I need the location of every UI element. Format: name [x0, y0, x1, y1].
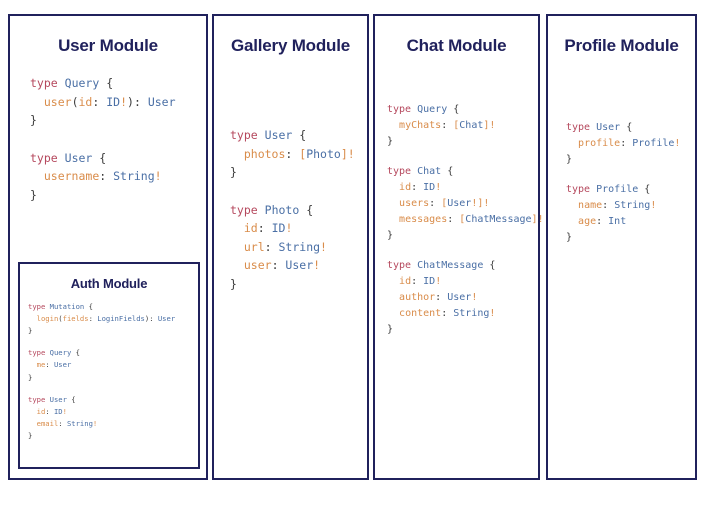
module-title-gallery: Gallery Module [230, 36, 351, 55]
schema-code-line: type Chat { [387, 166, 454, 177]
schema-code-line: content: String! [399, 308, 496, 319]
module-title-auth: Auth Module [70, 276, 148, 291]
schema-code-line: users: [User!]! [399, 198, 490, 209]
schema-code-line: } [28, 372, 33, 382]
schema-code-line: photos: [Photo]! [243, 146, 355, 161]
schema-code-line: } [230, 277, 237, 291]
schema-code-line: id: ID! [243, 221, 293, 236]
schema-code-line: type User { [230, 128, 307, 142]
schema-code-line: } [387, 324, 394, 335]
schema-code-line: me: User [36, 360, 72, 370]
schema-code-line: } [387, 230, 394, 241]
module-title-profile: Profile Module [564, 36, 679, 55]
schema-type-block: type Profile { name: String! age: Int} [566, 182, 695, 246]
schema-code-line: } [30, 113, 37, 128]
schema-code-line: url: String! [243, 239, 327, 254]
schema-code-line: type Query { [387, 104, 460, 115]
schema-code-line: username: String! [43, 169, 162, 184]
schema-code-line: name: String! [578, 200, 657, 211]
module-title-user: User Module [58, 36, 158, 55]
schema-code-line: user(id: ID!): User [43, 94, 176, 109]
schema-code-line: profile: Profile! [578, 138, 681, 149]
schema-code-gallery: type User { photos: [Photo]!}type Photo … [230, 126, 367, 294]
schema-type-block: type User { id: ID! email: String!} [28, 394, 198, 442]
schema-type-block: type User { profile: Profile!} [566, 120, 695, 168]
module-panel-user[interactable]: User Module type Query { user(id: ID!): … [8, 14, 208, 480]
schema-code-line: messages: [ChatMessage]! [399, 214, 544, 225]
schema-code-chat: type Query { myChats: [Chat]!}type Chat … [387, 102, 544, 338]
schema-code-line: id: ID! [36, 406, 67, 416]
schema-type-block: type User { photos: [Photo]!} [230, 126, 367, 182]
schema-code-line: type User { [28, 394, 76, 404]
schema-type-block: type ChatMessage { id: ID! author: User!… [387, 258, 538, 338]
schema-code-line: type Query { [28, 348, 80, 358]
schema-type-block: type Query { me: User} [28, 347, 198, 383]
schema-code-line: } [230, 165, 237, 180]
schema-code-line: id: ID! [399, 182, 442, 193]
schema-code-line: type ChatMessage { [387, 260, 496, 271]
schema-code-line: } [28, 326, 33, 336]
schema-code-line: type User { [30, 150, 107, 165]
schema-type-block: type User { username: String!} [30, 149, 206, 205]
schema-code-line: } [566, 232, 573, 243]
schema-code-line: type Profile { [566, 184, 651, 195]
schema-code-line: type Query { [30, 76, 114, 90]
module-panel-chat[interactable]: Chat Module type Query { myChats: [Chat]… [373, 14, 544, 480]
schema-code-line: type User { [566, 122, 633, 133]
schema-code-line: age: Int [578, 216, 627, 227]
schema-code-line: } [566, 154, 573, 165]
schema-code-line: user: User! [243, 258, 321, 273]
schema-code-profile: type User { profile: Profile!}type Profi… [566, 120, 695, 246]
schema-code-line: myChats: [Chat]! [399, 120, 496, 131]
schema-type-block: type Mutation { login(fields: LoginField… [28, 301, 198, 337]
schema-code-line: email: String! [36, 418, 98, 428]
schema-code-line: author: User! [399, 292, 478, 303]
schema-code-line: id: ID! [399, 276, 442, 287]
schema-code-auth: type Mutation { login(fields: LoginField… [28, 301, 198, 442]
schema-code-line: } [387, 136, 394, 147]
schema-code-user: type Query { user(id: ID!): User}type Us… [30, 74, 206, 204]
module-panel-gallery[interactable]: Gallery Module type User { photos: [Phot… [212, 14, 369, 480]
schema-type-block: type Query { user(id: ID!): User} [30, 74, 206, 130]
schema-type-block: type Photo { id: ID! url: String! user: … [230, 201, 367, 294]
schema-type-block: type Query { myChats: [Chat]!} [387, 102, 538, 150]
module-panel-profile[interactable]: Profile Module type User { profile: Prof… [546, 14, 697, 480]
module-panel-auth[interactable]: Auth Module type Mutation { login(fields… [18, 262, 200, 469]
schema-code-line: type Photo { [230, 202, 314, 217]
module-title-chat: Chat Module [406, 36, 507, 55]
schema-code-line: } [28, 431, 33, 440]
schema-code-line: } [30, 187, 37, 202]
schema-type-block: type Chat { id: ID! users: [User!]! mess… [387, 164, 544, 244]
schema-code-line: type Mutation { [28, 302, 93, 311]
schema-code-line: login(fields: LoginFields): User [36, 314, 176, 324]
